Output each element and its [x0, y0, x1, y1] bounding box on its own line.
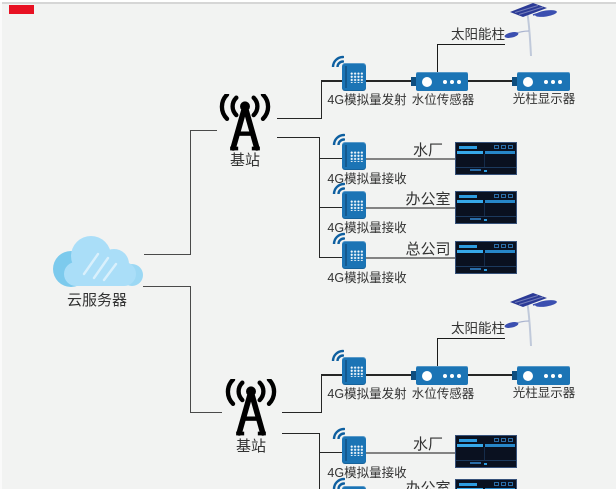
4g-module-device: [342, 63, 366, 91]
solar-pole-label: 太阳能柱: [451, 27, 505, 42]
display-bar-device: [512, 366, 570, 385]
location-label: 水厂: [412, 142, 443, 159]
solar-pole-line: [437, 338, 439, 366]
connector-line: [319, 206, 342, 209]
location-line: [366, 206, 455, 209]
connector-line: [321, 80, 342, 82]
connector-line: [190, 411, 222, 414]
connector-line: [320, 81, 323, 119]
device-face: [517, 366, 570, 385]
4g-module-device: [342, 357, 366, 385]
cloud-label: 云服务器: [66, 292, 127, 309]
connector-line: [319, 451, 342, 454]
display-label: 光柱显示器: [512, 92, 576, 106]
window-left-border: [0, 2, 2, 489]
connector-line: [189, 130, 192, 255]
location-line: [366, 157, 455, 160]
device-port: [512, 77, 517, 86]
connector-line: [320, 375, 323, 413]
connector-line: [366, 374, 411, 376]
location-label: 水厂: [412, 436, 443, 453]
device-face: [517, 72, 570, 91]
device-face: [416, 366, 468, 385]
connector-line: [468, 374, 512, 376]
monitor-screen: [455, 191, 517, 224]
connector-line: [321, 374, 342, 376]
connector-line: [282, 411, 322, 414]
solar-pole-label: 太阳能柱: [451, 321, 505, 336]
connector-line: [143, 285, 190, 288]
connector-line: [468, 80, 512, 82]
base-station-label: 基站: [235, 438, 266, 455]
display-label: 光柱显示器: [512, 386, 576, 400]
transmitter-label: 4G模拟量发射: [327, 387, 407, 401]
monitor-screen: [455, 435, 517, 468]
location-label: 办公室: [405, 191, 451, 208]
device-port: [411, 371, 416, 380]
monitor-screen: [455, 479, 517, 489]
solar-pole-line: [437, 44, 439, 72]
connector-line: [189, 286, 192, 413]
device-face: [416, 72, 468, 91]
receiver-label: 4G模拟量接收: [327, 221, 407, 235]
sensor-label: 水位传感器: [411, 93, 475, 107]
location-line: [366, 451, 455, 454]
connector-line: [190, 129, 217, 132]
connector-line: [319, 157, 342, 160]
cloud-icon: [48, 232, 146, 292]
connector-line: [144, 253, 190, 256]
location-label: 总公司: [405, 241, 451, 258]
solar-street-lamp-icon: [503, 2, 558, 60]
device-port: [512, 371, 517, 380]
location-line: [366, 256, 455, 259]
connector-line: [318, 137, 321, 258]
connector-line: [282, 432, 319, 435]
receiver-label: 4G模拟量接收: [327, 172, 407, 186]
monitor-screen: [455, 241, 517, 274]
antenna-tower-icon: [220, 379, 282, 436]
monitor-screen: [455, 142, 517, 175]
window-top-border: [0, 2, 616, 4]
sensor-bar-device: [411, 366, 468, 385]
location-label: 办公室: [405, 480, 451, 489]
solar-pole-line: [437, 43, 505, 45]
transmitter-label: 4G模拟量发射: [327, 93, 407, 107]
connector-line: [318, 433, 321, 489]
receiver-label: 4G模拟量接收: [327, 466, 407, 480]
connector-line: [366, 80, 411, 82]
4g-module-device: [342, 191, 366, 219]
display-bar-device: [512, 72, 570, 91]
solar-street-lamp-icon: [503, 292, 558, 350]
connector-line: [277, 117, 322, 120]
antenna-tower-icon: [214, 94, 276, 151]
4g-module-device: [342, 436, 366, 464]
device-port: [411, 77, 416, 86]
solar-pole-line: [437, 337, 505, 339]
sensor-label: 水位传感器: [411, 387, 475, 401]
receiver-label: 4G模拟量接收: [327, 271, 407, 285]
base-station-label: 基站: [229, 152, 260, 169]
connector-line: [277, 136, 320, 139]
sensor-bar-device: [411, 72, 468, 91]
4g-module-device: [342, 241, 366, 269]
connector-line: [319, 256, 342, 259]
4g-module-device: [342, 142, 366, 170]
recording-marker: [9, 5, 34, 14]
